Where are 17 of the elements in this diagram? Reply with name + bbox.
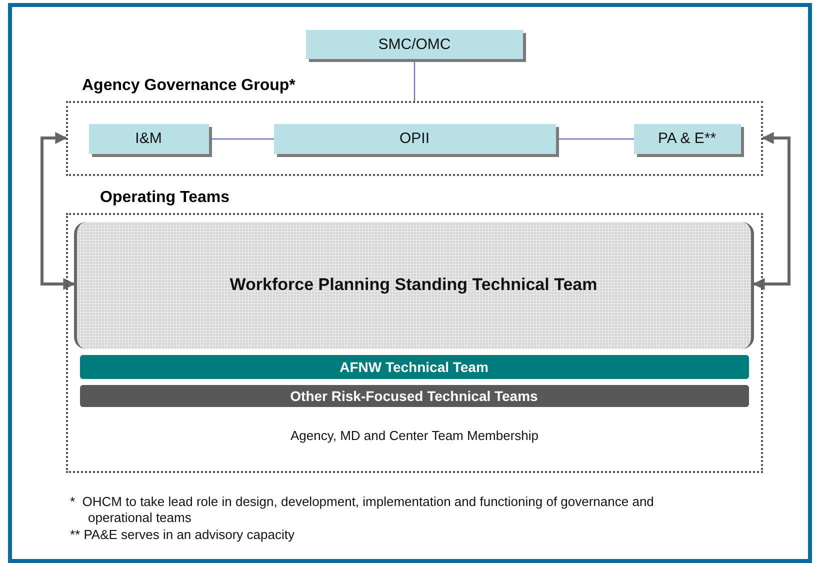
- team-panel: Workforce Planning Standing Technical Team: [74, 222, 754, 348]
- org-box: SMC/OMC: [306, 30, 523, 59]
- group-heading: Agency Governance Group*: [82, 77, 296, 95]
- org-box: I&M: [88, 124, 208, 154]
- footnote: ** PA&E serves in an advisory capacity: [70, 527, 296, 543]
- group-heading: Operating Teams: [100, 189, 230, 207]
- group-note: Agency, MD and Center Team Membership: [289, 428, 540, 443]
- team-bar: Other Risk-Focused Technical Teams: [80, 384, 748, 406]
- org-box: PA & E**: [634, 124, 740, 154]
- org-box: OPII: [274, 124, 556, 154]
- connector-line: [556, 138, 634, 140]
- connector-line: [209, 138, 274, 140]
- footnote: * OHCM to take lead role in design, development, implementation and functioning of governance and operational teams: [70, 494, 655, 526]
- team-bar: AFNW Technical Team: [80, 354, 748, 378]
- connector-line: [414, 59, 416, 101]
- arrow: [752, 132, 790, 290]
- arrow: [40, 132, 76, 290]
